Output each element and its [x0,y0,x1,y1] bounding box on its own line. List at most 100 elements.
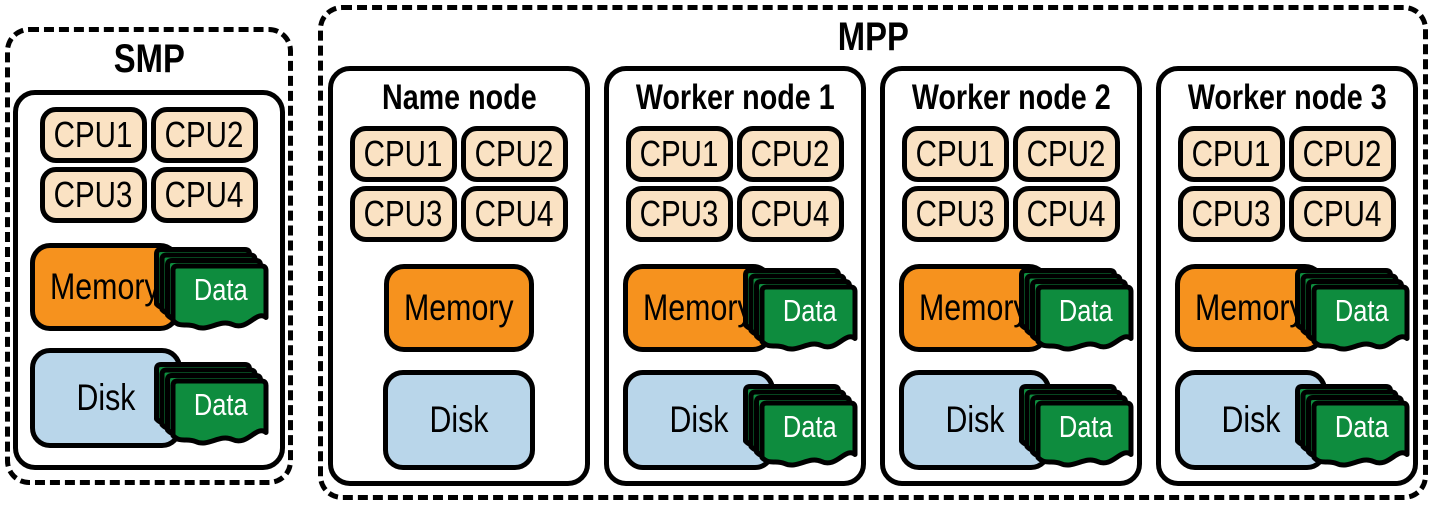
cpu-chip: CPU4 [737,185,844,242]
cpu-label: CPU3 [640,192,719,234]
memory-label: Memory [919,286,1029,328]
cpu-chip: CPU3 [902,185,1009,242]
cpu-chip: CPU1 [350,125,457,182]
memory-row: Memory Data [885,263,1137,352]
disk-row: Disk Data [885,369,1137,470]
cpu-grid: CPU1 CPU2 CPU3 CPU4 [609,125,861,242]
node-box-name-node: Name node CPU1 CPU2 CPU3 CPU4 Memory Dis… [328,66,590,486]
disk-row: Disk [333,369,585,470]
memory-row: Memory Data [18,243,280,331]
cpu-label: CPU2 [165,114,244,155]
cpu-chip: CPU4 [1289,185,1396,242]
cpu-label: CPU3 [1192,192,1271,234]
memory-row: Memory [333,263,585,352]
mpp-title-text: MPP [837,15,909,59]
data-stack-icon: Data [154,362,272,452]
cpu-grid: CPU1 CPU2 CPU3 CPU4 [885,125,1137,242]
memory-label: Memory [404,286,514,328]
data-label: Data [1058,408,1113,444]
data-label: Data [1334,408,1389,444]
cpu-chip: CPU3 [40,167,147,223]
cpu-chip: CPU4 [461,185,568,242]
cpu-label: CPU1 [640,132,719,174]
cpu-label: CPU2 [1303,132,1382,174]
cpu-chip: CPU2 [1013,125,1120,182]
disk-label: Disk [1221,398,1281,440]
cpu-chip: CPU4 [1013,185,1120,242]
disk-row: Disk Data [18,348,280,448]
smp-title-text: SMP [113,37,185,81]
cpu-grid: CPU1 CPU2 CPU3 CPU4 [333,125,585,242]
cpu-grid: CPU1 CPU2 CPU3 CPU4 [1161,125,1413,242]
node-title: Name node [381,78,537,117]
cpu-chip: CPU2 [1289,125,1396,182]
cpu-label: CPU2 [751,132,830,174]
disk-row: Disk Data [1161,369,1413,470]
data-stack-icon: Data [1019,268,1137,358]
disk-label: Disk [945,398,1005,440]
cpu-chip: CPU3 [626,185,733,242]
data-stack-icon: Data [743,384,861,474]
cpu-chip: CPU1 [40,107,147,163]
cpu-label: CPU4 [475,192,554,234]
cpu-grid: CPU1 CPU2 CPU3 CPU4 [18,107,280,223]
data-label: Data [193,387,248,422]
data-stack-icon: Data [1019,384,1137,474]
data-label: Data [1058,292,1113,328]
memory-label: Memory [1195,286,1305,328]
data-label: Data [782,292,837,328]
cpu-label: CPU4 [1027,192,1106,234]
cpu-chip: CPU3 [350,185,457,242]
cpu-label: CPU3 [54,174,133,215]
mpp-group-title: MPP [323,10,1423,57]
cpu-label: CPU1 [1192,132,1271,174]
cpu-chip: CPU1 [1178,125,1285,182]
node-title: Worker node 2 [911,78,1111,117]
data-label: Data [782,408,837,444]
disk-label: Disk [429,398,489,440]
memory-label: Memory [643,286,753,328]
disk-label: Disk [76,377,136,418]
smp-machine-box: CPU1 CPU2 CPU3 CPU4 Memory Data [13,90,285,470]
node-title: Worker node 3 [1187,78,1387,117]
cpu-label: CPU1 [916,132,995,174]
cpu-label: CPU3 [364,192,443,234]
mpp-node-row: Name node CPU1 CPU2 CPU3 CPU4 Memory Dis… [328,66,1418,486]
cpu-label: CPU4 [751,192,830,234]
cpu-chip: CPU2 [151,107,258,163]
data-stack-icon: Data [1295,268,1413,358]
memory-row: Memory Data [1161,263,1413,352]
memory-box: Memory [899,263,1049,352]
cpu-chip: CPU1 [626,125,733,182]
cpu-label: CPU2 [475,132,554,174]
node-box-worker-node-3: Worker node 3 CPU1 CPU2 CPU3 CPU4 Memory [1156,66,1418,486]
cpu-label: CPU1 [54,114,133,155]
cpu-chip: CPU2 [737,125,844,182]
cpu-label: CPU4 [1303,192,1382,234]
data-label: Data [193,272,248,307]
memory-box: Memory [384,263,534,352]
data-stack-icon: Data [743,268,861,358]
cpu-label: CPU3 [916,192,995,234]
data-label: Data [1334,292,1389,328]
memory-label: Memory [50,266,160,307]
cpu-chip: CPU4 [151,167,258,223]
mpp-group: MPP Name node CPU1 CPU2 CPU3 CPU4 Memory [318,5,1428,500]
node-title: Worker node 1 [635,78,835,117]
smp-group: SMP CPU1 CPU2 CPU3 CPU4 Memory Data [5,27,293,485]
cpu-chip: CPU1 [902,125,1009,182]
memory-row: Memory Data [609,263,861,352]
cpu-label: CPU1 [364,132,443,174]
node-box-worker-node-1: Worker node 1 CPU1 CPU2 CPU3 CPU4 Memory [604,66,866,486]
node-box-worker-node-2: Worker node 2 CPU1 CPU2 CPU3 CPU4 Memory [880,66,1142,486]
cpu-label: CPU4 [165,174,244,215]
cpu-chip: CPU2 [461,125,568,182]
cpu-chip: CPU3 [1178,185,1285,242]
smp-group-title: SMP [10,32,288,79]
disk-box: Disk [383,369,535,470]
data-stack-icon: Data [154,247,272,337]
data-stack-icon: Data [1295,384,1413,474]
disk-row: Disk Data [609,369,861,470]
disk-label: Disk [669,398,729,440]
cpu-label: CPU2 [1027,132,1106,174]
